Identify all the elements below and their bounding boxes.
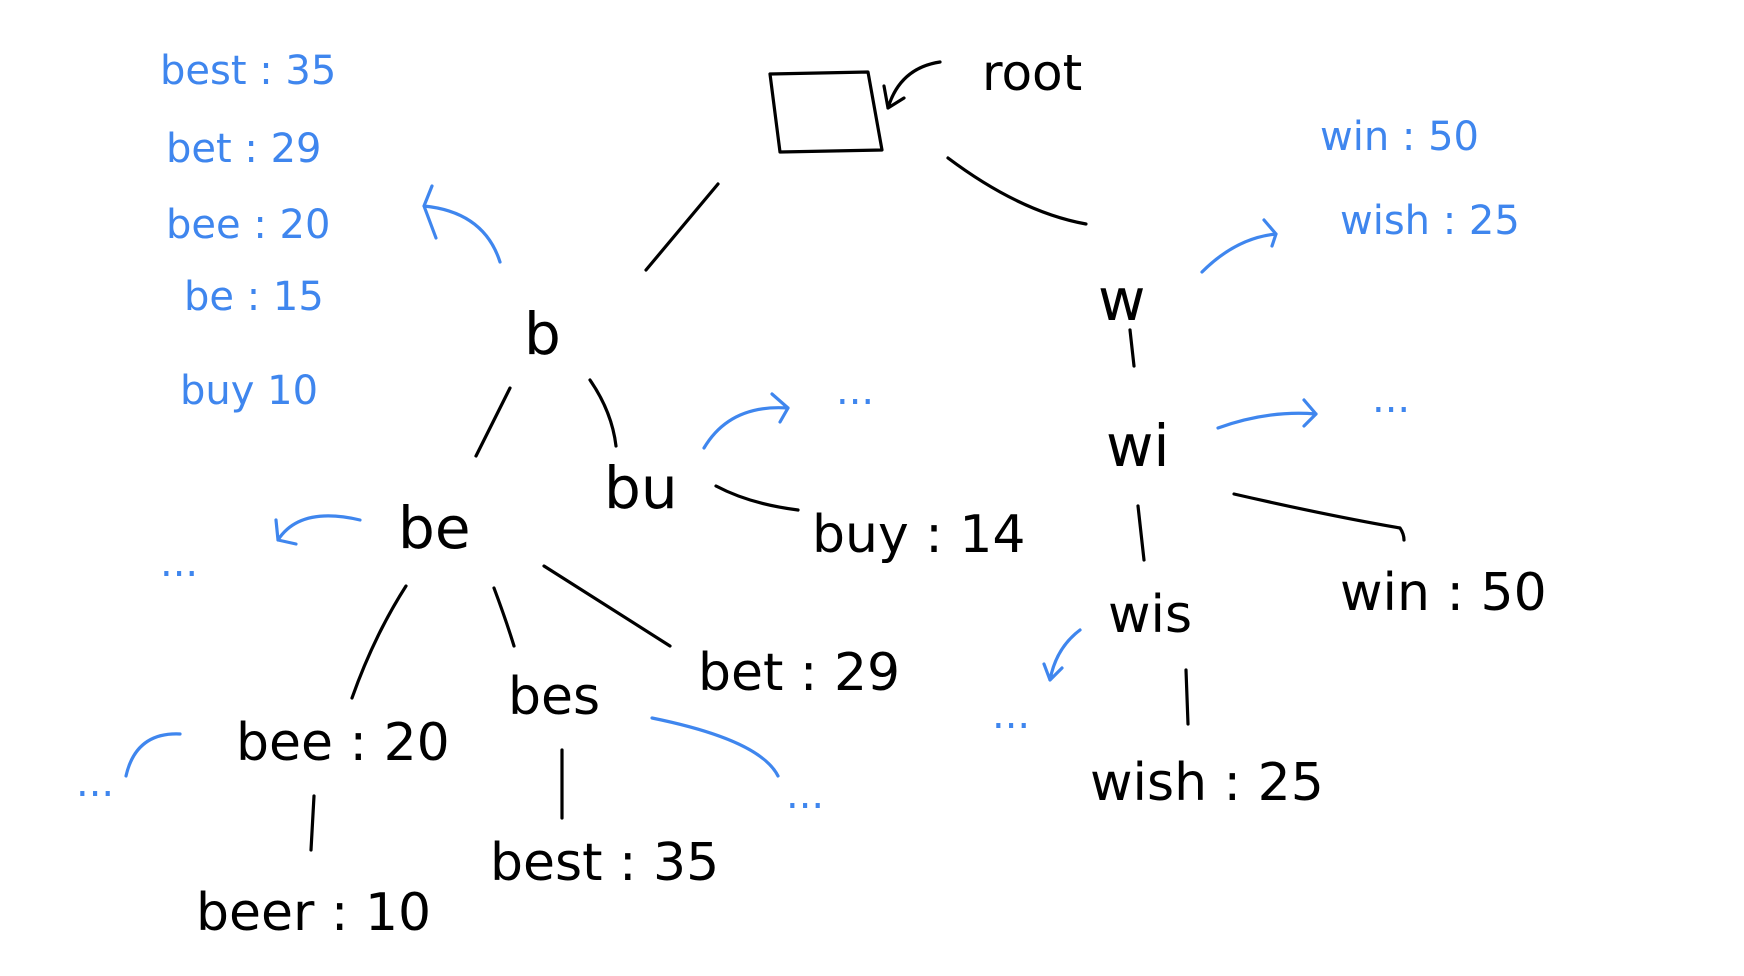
wis-more-arrow [1042,628,1082,682]
ellipsis-be: ... [160,540,198,586]
ellipsis-wi: ... [1372,376,1410,422]
node-wis: wis [1108,585,1192,645]
edge-b-bu [588,378,618,448]
b-list-item-3: be : 15 [184,274,324,320]
leaf-best: best : 35 [490,833,719,893]
edge-w-wi [1128,328,1136,368]
b-list-arrow [422,184,502,264]
edge-bee-beer [309,794,316,852]
leaf-wish: wish : 25 [1090,753,1324,813]
ellipsis-wis: ... [992,692,1030,738]
wi-more-arrow [1216,398,1318,430]
node-b: b [524,300,561,368]
w-list-arrow [1200,218,1278,274]
leaf-bee: bee : 20 [236,713,450,773]
root-pointer-arrow [882,60,942,110]
annotations: ... ... ... ... ... ... best : 35 bet : … [76,48,1520,818]
ellipsis-bes: ... [786,772,824,818]
edge-be-bee [350,584,408,700]
be-more-arrow [274,514,362,546]
node-be: be [398,494,471,562]
tree-labels: root b be bu bes w wi wis buy : 14 bet :… [196,44,1547,943]
edge-wi-win [1232,492,1406,542]
b-list-item-2: bee : 20 [166,202,330,248]
edge-be-bes [492,586,516,648]
bee-more-curve [124,732,182,778]
leaf-win: win : 50 [1340,563,1547,623]
edge-b-be [474,386,512,458]
leaf-buy: buy : 14 [812,505,1025,565]
bes-more-curve [650,716,780,778]
ellipsis-bee: ... [76,760,114,806]
w-list-item-0: win : 50 [1320,114,1479,160]
leaf-bet: bet : 29 [698,643,900,703]
root-label: root [982,44,1082,102]
tree-edges [309,70,1406,852]
root-node-box [768,70,884,154]
bu-more-arrow [702,392,790,450]
b-list-item-1: bet : 29 [166,126,322,172]
edge-root-w [946,156,1088,226]
edge-be-bet [542,564,672,648]
leaf-beer: beer : 10 [196,883,431,943]
edge-bu-buy [714,484,800,512]
b-list-item-0: best : 35 [160,48,336,94]
node-bes: bes [508,667,600,727]
b-list-item-4: buy 10 [180,368,318,414]
edge-wi-wis [1136,504,1146,562]
node-wi: wi [1106,412,1170,480]
node-bu: bu [604,454,678,522]
edge-wis-wish [1184,668,1190,726]
node-w: w [1098,266,1145,334]
edge-root-b [644,182,720,272]
ellipsis-bu: ... [836,368,874,414]
w-list-item-1: wish : 25 [1340,198,1520,244]
